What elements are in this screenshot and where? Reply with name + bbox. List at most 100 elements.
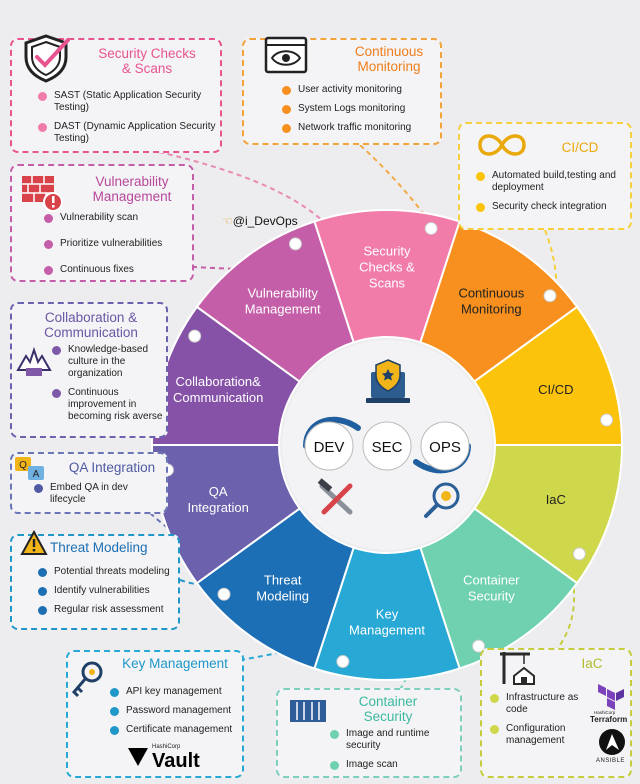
vault-label: Vault [152, 750, 200, 772]
continuous-monitoring-title: Continuous Monitoring [354, 44, 424, 74]
ansible-logo: ANSIBLE [592, 728, 632, 772]
shield-check-icon [24, 34, 70, 83]
cicd-card: CI/CD Automated build,testing and deploy… [458, 122, 632, 230]
segment-connector-dot [572, 547, 586, 561]
container-list: Image and runtime security Image scan [328, 728, 460, 778]
vulnerability-title: Vulnerability Management [92, 174, 172, 204]
wheel-segment-label: IaC [546, 492, 566, 507]
security-checks-list: SAST (Static Application Security Testin… [36, 90, 216, 152]
crane-house-icon [500, 652, 535, 685]
dev-label: DEV [314, 439, 345, 456]
list-item: Embed QA in dev lifecycle [32, 482, 162, 506]
wheel-segment-label: Collaboration&Communication [173, 374, 263, 405]
svg-text:A: A [33, 469, 40, 480]
list-item: Security check integration [474, 201, 630, 213]
vault-small-label: HashiCorp [152, 744, 181, 750]
terraform-label: Terraform [590, 715, 628, 724]
ansible-icon [599, 729, 625, 755]
collaboration-title: Collaboration & Communication [44, 310, 138, 340]
container-icon [290, 700, 326, 722]
tools-icon [317, 478, 353, 515]
threat-card: Threat Modeling Potential threats modeli… [10, 530, 180, 630]
iac-card: IaC Infrastructure as code Configuration… [480, 648, 632, 778]
hand-icon: ☜ [222, 214, 233, 228]
list-item: Password management [108, 705, 244, 717]
threat-list: Potential threats modeling Identify vuln… [36, 566, 180, 623]
list-item: Image and runtime security [328, 728, 460, 752]
iac-title: IaC [581, 656, 603, 671]
vulnerability-card: Vulnerability Management Vulnerability s… [10, 164, 194, 282]
terraform-small-label: HashiCorp [594, 710, 616, 715]
key-management-list: API key management Password management C… [108, 686, 244, 743]
terraform-logo: HashiCorp Terraform [588, 682, 632, 726]
container-title: Container Security [358, 694, 418, 724]
continuous-monitoring-card: Continuous Monitoring User activity moni… [242, 36, 442, 145]
dashed-connector [149, 149, 347, 251]
segment-connector-dot [472, 639, 486, 653]
ops-label: OPS [429, 439, 461, 456]
watermark: ☜@i_DevOps [222, 214, 298, 228]
gear-magnifier-icon [424, 482, 460, 518]
list-item: Continuous improvement in becoming risk … [50, 387, 166, 423]
list-item: Network traffic monitoring [280, 122, 440, 134]
list-item: Infrastructure as code [488, 692, 588, 716]
qa-card: Q A QA Integration Embed QA in dev lifec… [10, 452, 168, 514]
collaboration-list: Knowledge-based culture in the organizat… [50, 344, 166, 430]
segment-connector-dot [424, 221, 438, 235]
list-item: Image scan [328, 759, 460, 771]
wheel-segment [195, 220, 355, 383]
list-item: Certificate management [108, 724, 244, 736]
warning-icon [20, 530, 48, 555]
list-item: User activity monitoring [280, 84, 440, 96]
segment-connector-dot [217, 587, 231, 601]
key-management-title: Key Management [122, 656, 228, 671]
list-item: Prioritize vulnerabilities [42, 238, 192, 250]
list-item: Potential threats modeling [36, 566, 180, 578]
list-item: Automated build,testing and deployment [474, 170, 630, 194]
list-item: Knowledge-based culture in the organizat… [50, 344, 166, 380]
hands-icon [16, 346, 52, 376]
firewall-alert-icon [22, 176, 63, 212]
vulnerability-list: Vulnerability scan Prioritize vulnerabil… [42, 212, 192, 283]
security-checks-card: Security Checks & Scans SAST (Static App… [10, 34, 222, 153]
list-item: Vulnerability scan [42, 212, 192, 224]
key-icon [71, 661, 103, 698]
list-item: Configuration management [488, 723, 588, 747]
dashed-connector [554, 559, 576, 653]
list-item: SAST (Static Application Security Testin… [36, 90, 216, 114]
cicd-title: CI/CD [561, 140, 599, 155]
loop-icon [478, 134, 526, 156]
qa-list: Embed QA in dev lifecycle [32, 482, 162, 513]
qa-title: QA Integration [68, 460, 156, 475]
svg-text:Q: Q [19, 460, 27, 471]
container-card: Container Security Image and runtime sec… [276, 688, 462, 778]
continuous-monitoring-list: User activity monitoring System Logs mon… [280, 84, 440, 141]
eye-monitor-icon [264, 36, 308, 74]
watermark-text: @i_DevOps [232, 214, 298, 228]
laptop-shield-icon [366, 359, 410, 403]
ansible-label: ANSIBLE [596, 758, 625, 764]
sec-label: SEC [372, 439, 403, 456]
list-item: DAST (Dynamic Application Security Testi… [36, 121, 216, 145]
terraform-icon [598, 684, 624, 710]
key-management-card: Key Management API key management Passwo… [66, 650, 244, 778]
iac-list: Infrastructure as code Configuration man… [488, 692, 588, 754]
list-item: API key management [108, 686, 244, 698]
segment-connector-dot [336, 655, 350, 669]
segment-connector-dot [188, 329, 202, 343]
segment-connector-dot [288, 237, 302, 251]
security-checks-title: Security Checks & Scans [98, 46, 196, 76]
list-item: Regular risk assessment [36, 604, 180, 616]
list-item: Identify vulnerabilities [36, 585, 180, 597]
list-item: System Logs monitoring [280, 103, 440, 115]
wheel-segment-label: CI/CD [538, 382, 573, 397]
qa-chat-icon: Q A [15, 457, 44, 480]
vault-logo: HashiCorp Vault [128, 744, 238, 774]
segment-connector-dot [600, 413, 614, 427]
list-item: Continuous fixes [42, 264, 192, 276]
